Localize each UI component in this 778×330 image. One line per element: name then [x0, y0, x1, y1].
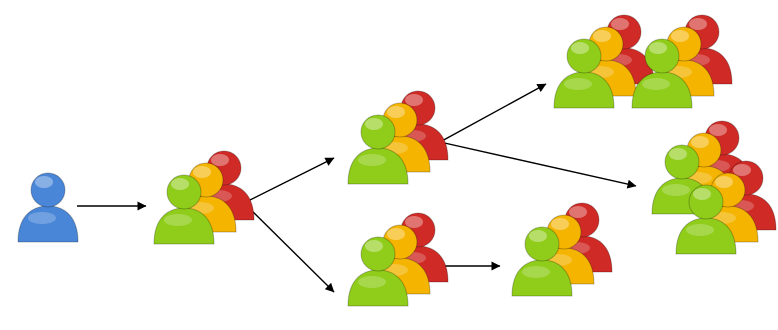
- arrow-level1-to-level2-top: [243, 157, 335, 204]
- person-front: [631, 38, 693, 109]
- arrow-level2-top-to-level3-a: [439, 83, 547, 143]
- single-user-icon: [17, 172, 79, 243]
- nodes-layer: [17, 14, 777, 307]
- user-group-icon: [347, 212, 449, 307]
- person-front: [347, 114, 409, 185]
- person-front: [511, 226, 573, 297]
- person-front: [347, 236, 409, 307]
- user-group-icon-level3-b: [631, 14, 733, 109]
- user-group-icon-level1: [153, 150, 255, 245]
- user-group-icon: [675, 160, 777, 255]
- single-user-icon-source: [17, 172, 79, 243]
- arrow-level1-to-level2-bottom: [243, 202, 335, 293]
- user-group-icon-level3-d: [675, 160, 777, 255]
- user-group-icon: [347, 90, 449, 185]
- user-group-icon: [553, 14, 655, 109]
- user-group-icon-level3-e: [511, 202, 613, 297]
- user-group-icon: [153, 150, 255, 245]
- person-front: [675, 184, 737, 255]
- user-group-icon-level2-bottom: [347, 212, 449, 307]
- user-group-icon-level2-top: [347, 90, 449, 185]
- user-group-icon: [511, 202, 613, 297]
- person-front: [153, 174, 215, 245]
- person-front: [553, 38, 615, 109]
- arrow-level2-top-to-level3-c: [439, 141, 637, 189]
- edges-layer: [77, 83, 637, 293]
- user-group-icon-level3-a: [553, 14, 655, 109]
- user-group-icon: [631, 14, 733, 109]
